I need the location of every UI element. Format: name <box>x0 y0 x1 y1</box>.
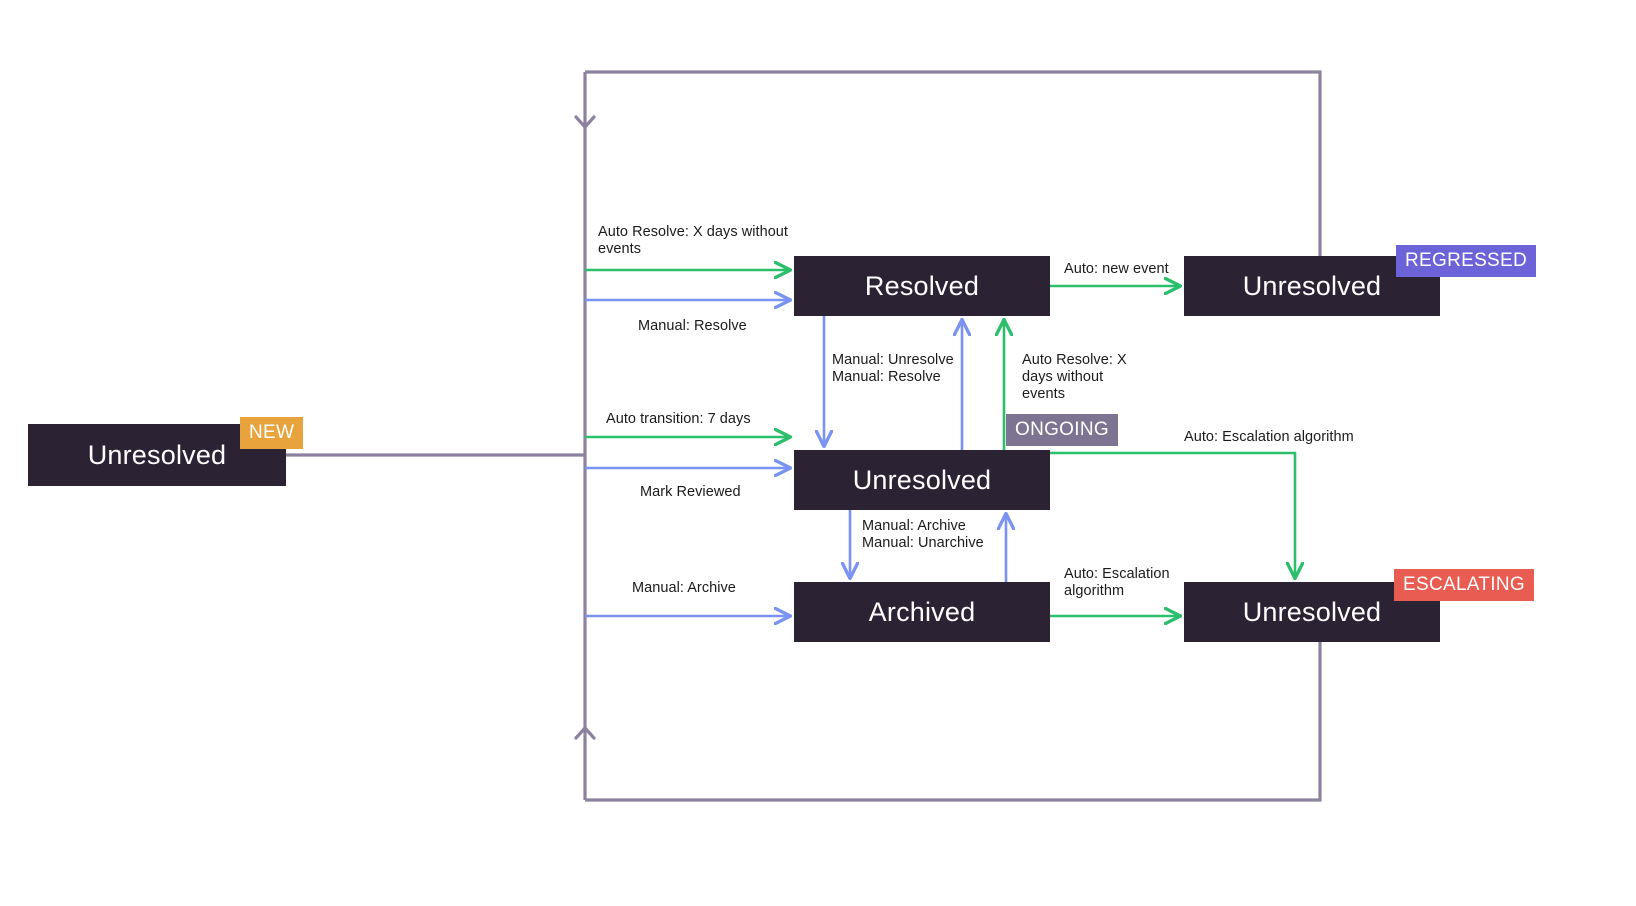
edge-label-manual-archive: Manual: Archive <box>632 580 736 596</box>
edge-loop-arrow-up <box>574 726 596 740</box>
node-label: Unresolved <box>1242 270 1382 301</box>
node-resolved[interactable]: Resolved <box>794 256 1050 316</box>
node-label: Unresolved <box>87 439 227 470</box>
node-label: Archived <box>868 596 976 627</box>
node-label: Resolved <box>864 270 980 301</box>
edge-label-manual-archive-unarchive: Manual: Archive Manual: Unarchive <box>862 518 984 551</box>
edge-label-auto-resolve-x-days: Auto Resolve: X days without events <box>598 224 788 257</box>
node-label: Unresolved <box>852 464 992 495</box>
edge-label-auto-escalation-top: Auto: Escalation algorithm <box>1184 429 1354 445</box>
edge-auto-escalation-ongoing-to-escalating <box>1050 451 1295 577</box>
node-unresolved-ongoing[interactable]: Unresolved <box>794 450 1050 510</box>
edge-label-auto-new-event: Auto: new event <box>1064 261 1169 277</box>
edge-label-mark-reviewed: Mark Reviewed <box>640 484 741 500</box>
node-label: Unresolved <box>1242 596 1382 627</box>
edge-loop-arrow-down <box>574 115 596 129</box>
status-badge-ongoing: ONGOING <box>1006 414 1118 446</box>
edge-label-auto-transition-7-days: Auto transition: 7 days <box>606 411 751 427</box>
status-badge-regressed: REGRESSED <box>1396 245 1537 277</box>
status-badge-escalating: ESCALATING <box>1394 569 1534 601</box>
status-badge-new: NEW <box>240 417 304 449</box>
edge-loop-bottom-rail <box>585 642 1322 802</box>
edge-label-auto-escalation-algo: Auto: Escalation algorithm <box>1064 566 1170 599</box>
node-archived[interactable]: Archived <box>794 582 1050 642</box>
edge-label-manual-unresolve-resolve: Manual: Unresolve Manual: Resolve <box>832 352 954 385</box>
edge-label-auto-resolve-x-days-2: Auto Resolve: X days without events <box>1022 352 1127 402</box>
edge-label-manual-resolve: Manual: Resolve <box>638 318 747 334</box>
